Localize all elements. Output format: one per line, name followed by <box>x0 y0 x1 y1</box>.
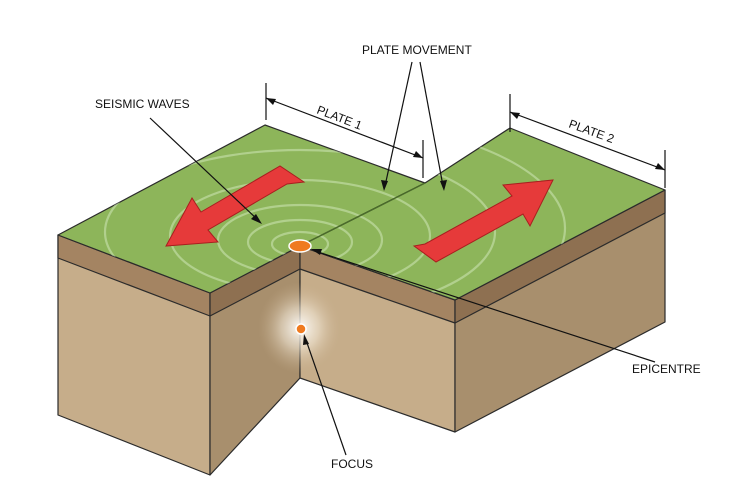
focus-leader <box>303 334 347 456</box>
plate-2-dimension <box>509 94 666 188</box>
epicentre-dot <box>288 239 312 253</box>
epicentre-leader <box>311 249 656 363</box>
focus-label: FOCUS <box>331 457 373 471</box>
fault-line <box>299 182 426 247</box>
plate-2-movement-arrow <box>412 179 554 263</box>
seismic-waves-label: SEISMIC WAVES <box>95 97 190 111</box>
plate-2-label: PLATE 2 <box>567 117 616 146</box>
wave-ring-6 <box>58 125 567 300</box>
seismic-waves-leader <box>149 117 262 224</box>
plate-1-movement-arrow <box>165 165 306 247</box>
plate-1-dimension <box>265 83 424 178</box>
plate-movement-leader-1 <box>381 61 413 191</box>
focus-dot <box>295 323 307 335</box>
wave-ring-5 <box>103 148 497 300</box>
epicentre-label: EPICENTRE <box>632 362 701 376</box>
plate-movement-label: PLATE MOVEMENT <box>362 43 472 57</box>
plate-movement-leader-2 <box>419 61 447 191</box>
plate-1-label: PLATE 1 <box>315 103 364 133</box>
